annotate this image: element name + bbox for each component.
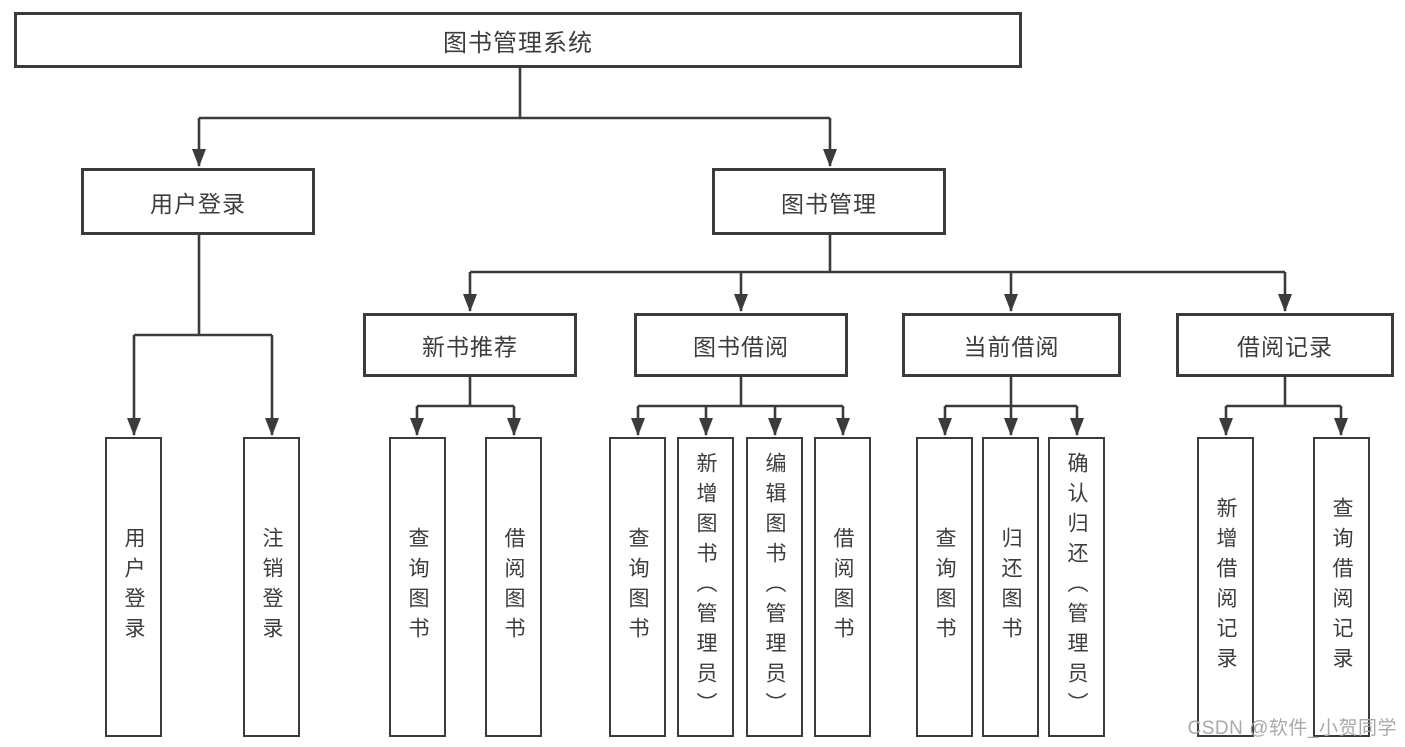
node-user-login: 用户登录: [105, 437, 162, 737]
node-label: 图书借阅: [693, 334, 789, 360]
node-label: 查询图书: [626, 527, 649, 647]
node-label: 编辑图书（管理员）: [763, 452, 786, 722]
node-label: 归还图书: [999, 527, 1022, 647]
node-label: 新书推荐: [422, 334, 518, 360]
node-logout: 注销登录: [243, 437, 300, 737]
node-book-management: 图书管理: [712, 168, 946, 235]
node-label: 确认归还（管理员）: [1065, 452, 1088, 722]
node-bb-query-books: 查询图书: [609, 437, 666, 737]
node-label: 注销登录: [260, 527, 283, 647]
node-current-borrow: 当前借阅: [902, 313, 1121, 377]
node-label: 新增图书（管理员）: [694, 452, 717, 722]
bus-current-borrow: [945, 377, 1077, 408]
node-nbr-query-books: 查询图书: [389, 437, 446, 737]
node-bb-edit-books-admin: 编辑图书（管理员）: [746, 437, 803, 737]
node-label: 借阅记录: [1237, 334, 1333, 360]
bus-borrow-records: [1226, 377, 1341, 408]
node-br-add-borrow-record: 新增借阅记录: [1197, 437, 1254, 737]
node-library-management-system: 图书管理系统: [14, 12, 1022, 68]
node-label: 查询图书: [406, 527, 429, 647]
node-label: 当前借阅: [963, 334, 1060, 360]
node-book-borrow: 图书借阅: [634, 313, 848, 377]
node-new-book-recommend: 新书推荐: [363, 313, 577, 377]
node-user-login-group: 用户登录: [81, 168, 315, 235]
node-label: 用户登录: [122, 527, 145, 647]
node-borrow-records: 借阅记录: [1176, 313, 1394, 377]
bus-book-management: [470, 235, 1285, 274]
bus-root: [199, 68, 830, 120]
csdn-watermark: CSDN @软件_小贺同学: [1187, 718, 1397, 739]
node-label: 新增借阅记录: [1214, 497, 1237, 677]
node-br-query-borrow-record: 查询借阅记录: [1313, 437, 1370, 737]
node-label: 借阅图书: [831, 527, 854, 647]
node-bb-borrow-books: 借阅图书: [814, 437, 871, 737]
node-nbr-borrow-books: 借阅图书: [485, 437, 542, 737]
bus-user-login-group: [134, 235, 272, 337]
node-cb-confirm-return-admin: 确认归还（管理员）: [1048, 437, 1105, 737]
node-label: 图书管理: [781, 190, 877, 217]
node-cb-query-books: 查询图书: [916, 437, 973, 737]
bus-book-borrow: [638, 377, 843, 408]
node-bb-add-books-admin: 新增图书（管理员）: [677, 437, 734, 737]
node-label: 借阅图书: [502, 527, 525, 647]
node-label: 查询借阅记录: [1330, 497, 1353, 677]
node-label: 图书管理系统: [443, 29, 593, 57]
bus-new-book-recommend: [417, 377, 514, 408]
node-label: 用户登录: [150, 190, 246, 217]
node-cb-return-books: 归还图书: [982, 437, 1039, 737]
node-label: 查询图书: [933, 527, 956, 647]
